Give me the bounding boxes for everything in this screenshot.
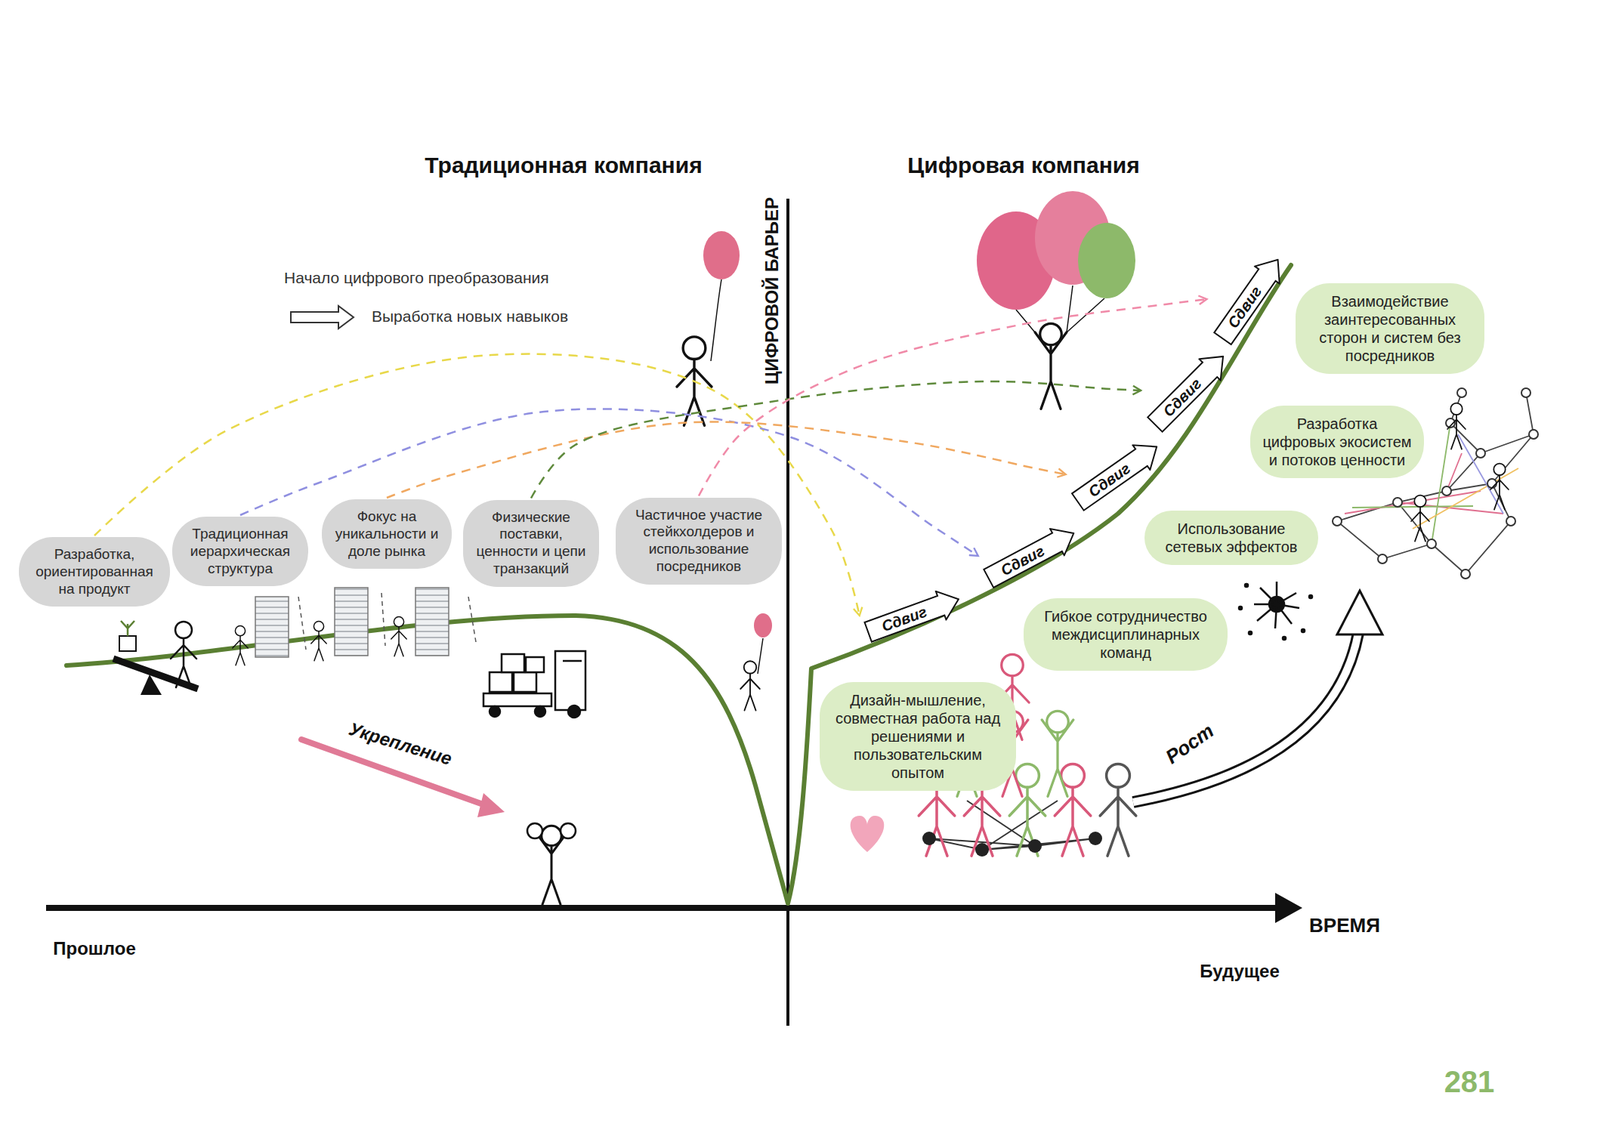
traditional-trait: Фокус на уникальности и доле рынка xyxy=(321,499,452,569)
node-text: Традиционная иерархическая структура xyxy=(182,525,298,578)
seesaw xyxy=(113,620,198,695)
traditional-trait: Разработка, ориентированная на продукт xyxy=(18,537,170,607)
legend-arrow-sample xyxy=(290,305,354,329)
digital-trait: Гибкое сотрудничество междисциплинарных … xyxy=(1023,598,1228,671)
digital-trait: Использование сетевых эффектов xyxy=(1144,510,1319,566)
axis-label: Прошлое xyxy=(52,938,136,960)
legend-entry: Выработка новых навыков xyxy=(371,307,569,326)
node-text: Дизайн-мышление, совместная работа над р… xyxy=(830,691,1006,782)
legend-entry: Начало цифрового преобразования xyxy=(284,268,550,288)
node-text: Фокус на уникальности и доле рынка xyxy=(332,508,442,560)
barrier-label: ЦИФРОВОЙ БАРЬЕР xyxy=(761,197,783,385)
node-text: Разработка, ориентированная на продукт xyxy=(29,546,160,598)
network-burst xyxy=(1238,581,1313,640)
traditional-trait: Физические поставки, ценности и цепи тра… xyxy=(463,500,600,587)
axis-label: Будущее xyxy=(1199,960,1280,983)
digital-trait: Взаимодействие заинтересованных сторон и… xyxy=(1295,283,1485,374)
traditional-trait: Частичное участие стейкхолдеров и исполь… xyxy=(615,497,782,585)
transition-arrow xyxy=(94,354,860,616)
section-heading: Традиционная компания xyxy=(424,152,702,179)
small-person-with-balloon xyxy=(740,613,773,711)
node-text: Сдвиг xyxy=(1068,444,1151,516)
time-axis-head xyxy=(1275,892,1303,924)
section-heading: Цифровая компания xyxy=(907,152,1140,179)
axis-label: ВРЕМЯ xyxy=(1309,914,1381,938)
transformation-curve xyxy=(66,265,1292,904)
node-text: Сдвиг xyxy=(861,590,947,648)
node-text: Разработка цифровых экосистем и потоков … xyxy=(1260,414,1414,470)
arrow-label: Рост xyxy=(1161,719,1219,770)
node-text: Частичное участие стейкхолдеров и исполь… xyxy=(626,506,772,576)
traditional-trait: Традиционная иерархическая структура xyxy=(172,516,309,587)
truck xyxy=(483,651,586,718)
buildings xyxy=(232,587,476,666)
shift-arrow: Сдвиг xyxy=(1142,344,1236,437)
digital-trait: Разработка цифровых экосистем и потоков … xyxy=(1250,405,1424,479)
shift-arrow: Сдвиг xyxy=(1068,433,1168,516)
node-text: Использование сетевых эффектов xyxy=(1155,519,1308,556)
balloons-person xyxy=(976,191,1136,409)
node-text: Гибкое сотрудничество междисциплинарных … xyxy=(1034,607,1217,662)
person-with-balloon xyxy=(676,231,740,426)
page-number: 281 xyxy=(1444,1065,1495,1100)
digital-trait: Дизайн-мышление, совместная работа над р… xyxy=(819,682,1017,791)
shift-arrow: Сдвиг xyxy=(861,583,966,648)
shift-arrow: Сдвиг xyxy=(980,518,1083,594)
heart xyxy=(850,815,885,853)
weightlifter xyxy=(527,823,576,906)
node-text: Взаимодействие заинтересованных сторон и… xyxy=(1306,292,1474,365)
node-text: Физические поставки, ценности и цепи тра… xyxy=(473,509,589,578)
transition-arrow xyxy=(531,381,1141,499)
transition-arrow xyxy=(386,422,1066,498)
time-axis xyxy=(46,905,1279,912)
node-text: Сдвиг xyxy=(980,528,1066,594)
